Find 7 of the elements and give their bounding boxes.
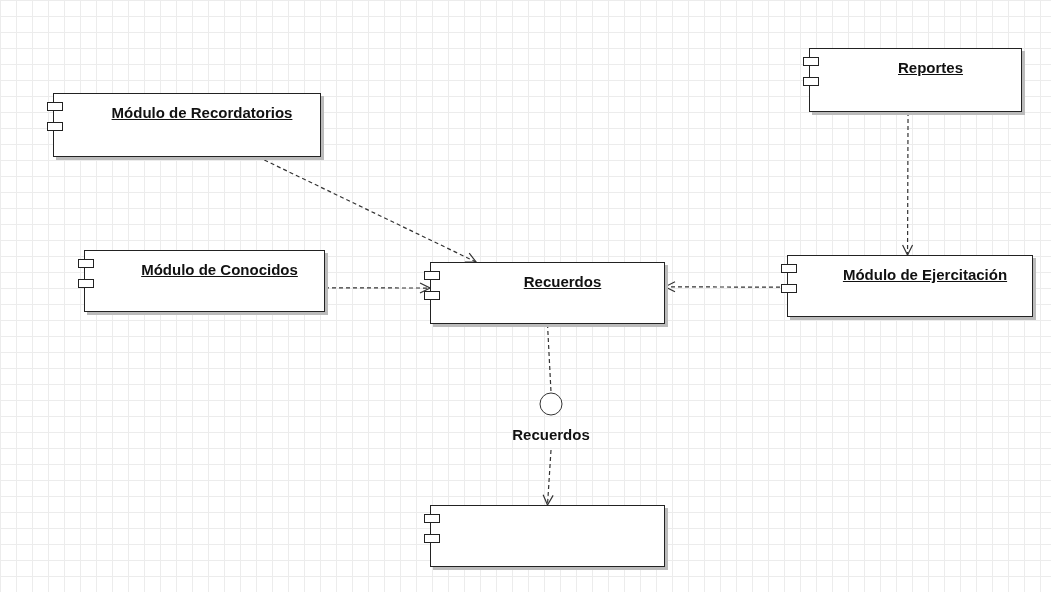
dependency-arrow [542,449,554,506]
interface-label: Recuerdos [511,426,591,443]
component-name: Módulo de Recordatorios [110,104,294,121]
component-name: Reportes [897,59,964,76]
component-name: Módulo de Conocidos [140,261,299,278]
component-name: Recuerdos [522,273,603,290]
component-name: Módulo de Ejercitación [841,266,1009,283]
